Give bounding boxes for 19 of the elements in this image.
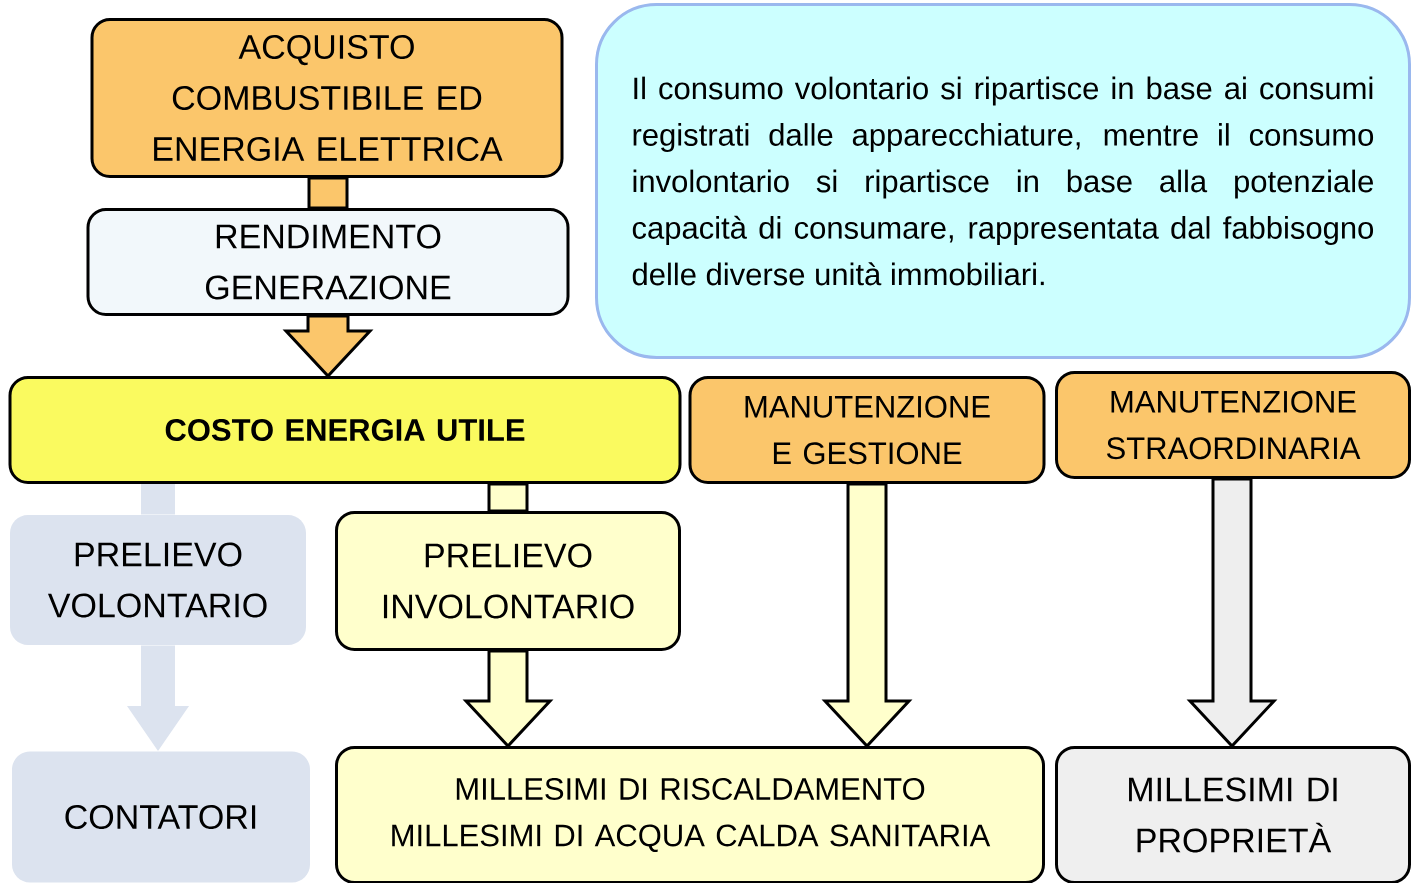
note-box: Il consumo volontario si ripartisce in base ai consumi registrati dalle apparecchiature, mentre il consumo involontario si ripartisce in base alla potenziale capacità di consumare, rappresentata dal fabbisogno delle diverse unità immobiliari.	[595, 3, 1411, 359]
process-box: MANUTENZIONE STRAORDINARIA	[1055, 371, 1411, 479]
process-box: PRELIEVO VOLONTARIO	[10, 515, 306, 645]
block-arrow	[127, 645, 189, 752]
process-box: MILLESIMI DI RISCALDAMENTO MILLESIMI DI ACQUA CALDA SANITARIA	[335, 746, 1045, 883]
process-box: ACQUISTO COMBUSTIBILE ED ENERGIA ELETTRICA	[90, 18, 564, 178]
block-arrow	[821, 482, 913, 749]
connector-bar	[307, 176, 349, 210]
block-arrow	[282, 314, 374, 379]
process-box: MANUTENZIONE E GESTIONE	[688, 376, 1046, 484]
process-box: PRELIEVO INVOLONTARIO	[335, 511, 681, 651]
process-box: MILLESIMI DI PROPRIETÀ	[1055, 746, 1411, 883]
connector-bar	[487, 482, 529, 513]
process-box: CONTATORI	[12, 751, 310, 883]
process-box: RENDIMENTO GENERAZIONE	[86, 208, 570, 316]
block-arrow	[462, 649, 554, 749]
block-arrow	[1186, 477, 1278, 749]
connector-bar	[141, 484, 175, 515]
process-box: COSTO ENERGIA UTILE	[8, 376, 682, 484]
